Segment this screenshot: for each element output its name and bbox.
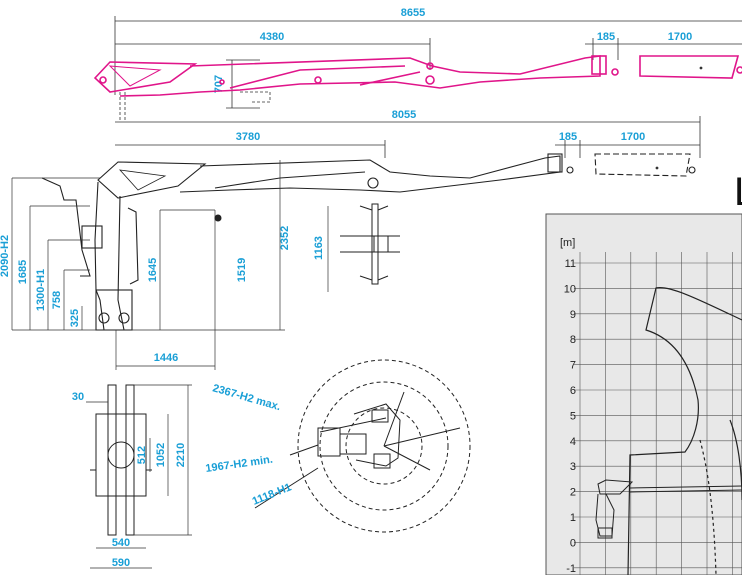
dim-1446: 1446 [154,352,178,364]
dim-1685: 1685 [17,260,29,284]
dim-540: 540 [112,537,130,549]
dim-2352: 2352 [279,226,291,250]
chart-header-letter: L [734,170,742,214]
radius-max-label: 2367-H2 max. [211,382,282,413]
dim-1163: 1163 [313,236,325,260]
dim-1052: 1052 [155,443,167,467]
chart-y-tick-label: -1 [566,563,576,575]
dim-185-mid: 185 [559,131,577,143]
chart-y-tick-label: 4 [570,436,576,448]
inner-height-dims [100,160,329,370]
chart-y-tick-label: 8 [570,334,576,346]
chart-y-tick-label: 5 [570,410,576,422]
dim-30: 30 [72,391,84,403]
chart-y-tick-label: 11 [565,258,576,270]
dim-1700-top: 1700 [668,31,692,43]
crane-boom-outline [97,153,696,199]
dim-1519: 1519 [236,258,248,282]
chart-y-tick-label: 3 [570,461,576,473]
top-dimension-lines [114,16,742,109]
plan-dims [86,384,192,569]
dim-4380: 4380 [260,31,284,43]
chart-y-tick-label: 9 [570,309,576,321]
dim-325: 325 [69,309,81,327]
dim-512: 512 [136,446,148,464]
mid-dimension-lines [115,116,701,158]
chart-panel [545,213,742,575]
mini-crane [595,479,742,539]
chart-y-tick-label: 0 [570,537,576,549]
chart-y-tick-label: 7 [570,360,576,372]
plan-frame [90,384,152,536]
chart-y-tick-label: 1 [570,512,576,524]
mid-ext-marker [655,166,659,170]
dim-1300-h1: 1300-H1 [35,269,47,311]
extended-boom-view: 8655 4380 185 1700 707 [93,7,742,120]
top-ext-marker [699,66,703,70]
retracted-boom-view: 8055 3780 185 1700 [0,109,701,370]
chart-y-tick-label: 2 [570,487,576,499]
radius-min-label: 1967-H2 min. [205,454,274,475]
dim-2090-h2: 2090-H2 [0,235,11,277]
chart-unit-label: [m] [560,237,575,249]
dim-8655: 8655 [401,7,425,19]
slewing-radius-view: 2367-H2 max. 1967-H2 min. 1118-H1 [205,359,471,533]
boom-cross-section [340,203,400,285]
magenta-boom [93,55,742,97]
dim-2210: 2210 [175,443,187,467]
dim-8055: 8055 [392,109,416,121]
magenta-boom-hidden-lines [119,91,271,120]
chart-y-tick-label: 6 [570,385,576,397]
load-point [214,214,222,222]
slewing-lines [254,391,461,509]
radius-h1-label: 1118-H1 [251,481,293,507]
left-height-dims [11,177,100,331]
dim-3780: 3780 [236,131,260,143]
plan-view: 30 512 1052 2210 540 590 [72,384,192,569]
dim-1645: 1645 [147,258,159,282]
chart-y-tick-label: 10 [564,283,576,295]
slewing-circles [297,359,471,533]
chart-grid [574,252,742,575]
dim-1700-mid: 1700 [621,131,645,143]
dim-758: 758 [51,291,63,309]
dim-590: 590 [112,557,130,569]
dim-185-top: 185 [597,31,615,43]
crane-column [41,177,139,331]
